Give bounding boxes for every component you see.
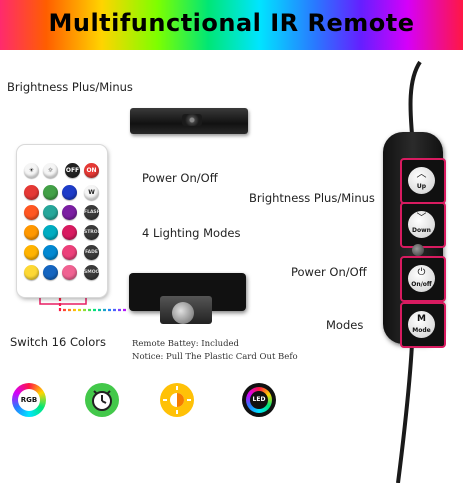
label-brightness-right: Brightness Plus/Minus [249, 191, 375, 205]
label-brightness-left: Brightness Plus/Minus [7, 80, 133, 94]
onoff-label: On/off [411, 281, 432, 288]
ir-emitter-icon [182, 114, 202, 126]
off-key[interactable]: OFF [65, 163, 80, 178]
rgb-icon: RGB [12, 383, 46, 417]
mode-key-smooth[interactable]: SMOOTH [84, 265, 99, 280]
controller-cable-top [408, 60, 422, 135]
led-icon-label: LED [250, 391, 268, 409]
down-label: Down [412, 227, 431, 234]
colors-bracket [39, 298, 87, 305]
connector-battery [58, 298, 128, 312]
mode-label: Mode [412, 327, 431, 334]
brightness-up-key[interactable]: ☀ [24, 163, 39, 178]
color-key[interactable] [62, 205, 77, 220]
on-key[interactable]: ON [84, 163, 99, 178]
led-icon: LED [242, 383, 276, 417]
label-power-left: Power On/Off [142, 171, 218, 185]
mode-icon: M [417, 314, 426, 324]
label-lighting-modes: 4 Lighting Modes [142, 226, 241, 240]
indicator-led [412, 244, 424, 256]
color-key[interactable] [62, 265, 77, 280]
color-key[interactable] [24, 185, 39, 200]
card-note: Notice: Pull The Plastic Card Out Befo [132, 352, 298, 362]
rgb-icon-label: RGB [18, 389, 40, 411]
label-power-right: Power On/Off [291, 265, 367, 279]
color-key[interactable] [62, 245, 77, 260]
mode-key-fade[interactable]: FADE [84, 245, 99, 260]
controller-up-button[interactable]: ︿ Up [400, 158, 446, 204]
color-key[interactable] [43, 245, 58, 260]
brightness-down-key[interactable]: ☼ [43, 163, 58, 178]
title-banner [0, 0, 463, 50]
color-key[interactable] [43, 205, 58, 220]
timer-clock-icon [85, 383, 119, 417]
controller-power-button[interactable]: ⏻ On/off [400, 256, 446, 302]
color-key[interactable] [62, 185, 77, 200]
up-label: Up [416, 183, 427, 190]
power-icon: ⏻ [417, 267, 426, 278]
battery-note: Remote Battey: Included [132, 339, 239, 349]
chevron-down-icon: ﹀ [416, 213, 427, 224]
sun-icon [163, 386, 191, 414]
color-key[interactable] [43, 185, 58, 200]
sun-icon: ☀ [28, 167, 35, 174]
dim-icon: ☼ [47, 167, 54, 174]
controller-mode-button[interactable]: M Mode [400, 302, 446, 348]
clock-icon [92, 390, 112, 411]
mode-key-flash[interactable]: FLASH [84, 205, 99, 220]
color-key[interactable] [43, 265, 58, 280]
page-title: Multifunctional IR Remote [48, 9, 415, 37]
mode-key-strobe[interactable]: STROBE [84, 225, 99, 240]
color-key[interactable] [24, 205, 39, 220]
label-modes: Modes [326, 318, 364, 332]
color-key[interactable] [24, 225, 39, 240]
controller-cable-bottom [396, 343, 414, 483]
color-key[interactable] [62, 225, 77, 240]
chevron-up-icon: ︿ [416, 169, 427, 180]
white-key[interactable]: W [84, 185, 99, 200]
ir-remote: ☀ ☼ OFF ON W FLASH STROBE FADE SMOOTH [17, 145, 107, 297]
controller-down-button[interactable]: ﹀ Down [400, 202, 446, 248]
color-key[interactable] [24, 245, 39, 260]
coin-battery-icon [172, 302, 194, 324]
color-key[interactable] [24, 265, 39, 280]
brightness-icon [160, 383, 194, 417]
label-switch-colors: Switch 16 Colors [10, 335, 106, 349]
color-key[interactable] [43, 225, 58, 240]
